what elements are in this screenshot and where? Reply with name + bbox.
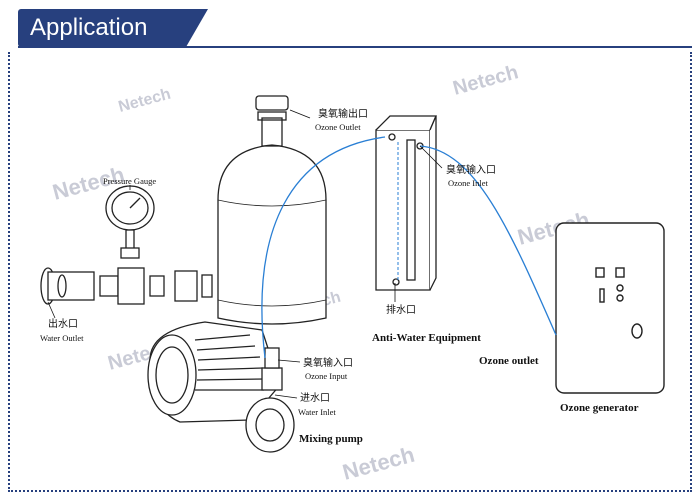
label-water-inlet-cn: 进水口 bbox=[300, 392, 330, 404]
watermark-text: Netech bbox=[117, 86, 173, 116]
water-outlet-pipe bbox=[40, 267, 213, 305]
label-ozone-outlet-2: Ozone outlet bbox=[479, 355, 539, 367]
ozone-pipeline bbox=[261, 136, 557, 359]
label-water-inlet-en: Water Inlet bbox=[298, 407, 336, 417]
label-water-outlet-cn: 出水口 bbox=[48, 317, 78, 330]
section-banner bbox=[18, 9, 186, 47]
label-ozone-inlet-cn: 臭氧输入口 bbox=[446, 163, 496, 176]
section-title: Application bbox=[30, 14, 148, 41]
storage-tank bbox=[217, 95, 327, 325]
label-ozone-outlet-en: Ozone Outlet bbox=[315, 122, 361, 132]
left-dotted-border bbox=[8, 52, 10, 492]
mixing-pump bbox=[147, 321, 295, 453]
ozone-generator bbox=[555, 222, 665, 394]
label-mixing-pump: Mixing pump bbox=[299, 433, 363, 445]
label-anti-water: Anti-Water Equipment bbox=[372, 332, 481, 344]
label-ozone-input-en: Ozone Input bbox=[305, 371, 348, 381]
banner-tail bbox=[186, 9, 208, 47]
label-pressure-gauge: Pressure Gauge bbox=[103, 176, 156, 186]
header-rule bbox=[18, 46, 692, 48]
bottom-dotted-border bbox=[8, 490, 692, 492]
right-dotted-border bbox=[690, 52, 692, 492]
label-drain-cn: 排水口 bbox=[386, 303, 416, 316]
label-ozone-inlet-en: Ozone Inlet bbox=[448, 178, 489, 188]
watermark-text: Netech bbox=[340, 442, 417, 485]
leader-lines bbox=[47, 109, 443, 399]
label-water-outlet-en: Water Outlet bbox=[40, 333, 84, 343]
label-ozone-outlet-cn: 臭氧输出口 bbox=[318, 107, 368, 120]
watermark-text: Netech bbox=[451, 61, 521, 100]
pressure-gauge bbox=[105, 185, 155, 259]
anti-water-equipment bbox=[375, 115, 437, 291]
label-ozone-generator: Ozone generator bbox=[560, 402, 639, 414]
label-ozone-input-cn: 臭氧输入口 bbox=[303, 356, 353, 369]
